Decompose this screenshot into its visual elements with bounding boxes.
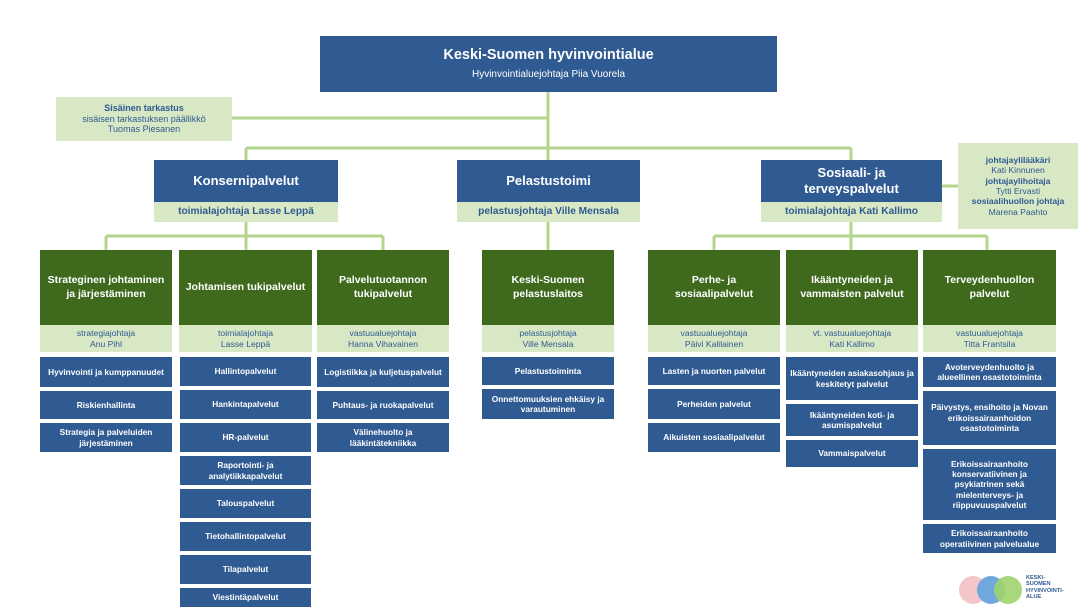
internal-audit-title: Sisäinen tarkastus: [104, 102, 184, 113]
unit-head-role: toimialajohtaja: [218, 327, 273, 338]
sote-leadership-box: johtajaylilääkäri Kati Kinnunen johtajay…: [958, 143, 1078, 229]
internal-audit-name: Tuomas Piesanen: [107, 124, 181, 135]
service-hallintopalvelut: Hallintopalvelut: [180, 357, 311, 386]
division-title-line1: Sosiaali- ja: [817, 165, 886, 181]
logo-text-line: ALUE: [1026, 593, 1042, 600]
service-strategia: Strategia ja palveluiden järjestäminen: [40, 423, 172, 452]
unit-head-strateginen: strategiajohtaja Anu Pihl: [40, 325, 172, 352]
division-head-konsernipalvelut: toimialajohtaja Lasse Leppä: [154, 202, 338, 222]
staff-role: johtajaylilääkäri: [985, 155, 1051, 166]
service-onnettomuuksien-ehkaisy: Onnettomuuksien ehkäisy ja varautuminen: [482, 389, 614, 419]
service-valinehuolto: Välinehuolto ja lääkintätekniikka: [317, 423, 449, 452]
division-title: Konsernipalvelut: [193, 173, 299, 189]
internal-audit-role: sisäisen tarkastuksen päällikkö: [82, 113, 206, 124]
service-tilapalvelut: Tilapalvelut: [180, 555, 311, 584]
division-head-label: toimialajohtaja Lasse Leppä: [178, 205, 314, 217]
unit-ikaantyneiden-vammaisten: Ikääntyneiden ja vammaisten palvelut: [786, 250, 918, 325]
service-avoterveydenhuolto: Avoterveydenhuolto ja alueellinen osasto…: [923, 357, 1056, 387]
unit-johtamisen-tukipalvelut: Johtamisen tukipalvelut: [179, 250, 312, 325]
division-pelastustoimi: Pelastustoimi: [457, 160, 640, 202]
unit-head-terveys: vastuualuejohtaja Titta Frantsila: [923, 325, 1056, 352]
staff-name: Tytti Ervasti: [995, 186, 1041, 196]
unit-head-perhe: vastuualuejohtaja Päivi Kalilainen: [648, 325, 780, 352]
top-organization-box: Keski-Suomen hyvinvointialue Hyvinvointi…: [320, 36, 777, 92]
unit-strateginen-johtaminen: Strateginen johtaminen ja järjestäminen: [40, 250, 172, 325]
unit-head-ikaantyneet: vt. vastuualuejohtaja Kati Kallimo: [786, 325, 918, 352]
staff-role: sosiaalihuollon johtaja: [971, 196, 1065, 207]
service-talouspalvelut: Talouspalvelut: [180, 489, 311, 518]
organization-logo: KESKI- SUOMEN HYVINVOINTI- ALUE: [958, 574, 1080, 606]
unit-head-tuki: toimialajohtaja Lasse Leppä: [179, 325, 312, 352]
division-head-label: toimialajohtaja Kati Kallimo: [784, 205, 919, 217]
service-hankintapalvelut: Hankintapalvelut: [180, 390, 311, 419]
service-pelastustoiminta: Pelastustoiminta: [482, 357, 614, 385]
service-aikuisten-sosiaalipalvelut: Aikuisten sosiaalipalvelut: [648, 423, 780, 452]
service-erikoissairaanhoito-konservatiivinen: Erikoissairaanhoito konservatiivinen ja …: [923, 449, 1056, 520]
unit-palvelutuotannon-tukipalvelut: Palvelutuotannon tukipalvelut: [317, 250, 449, 325]
division-title: Pelastustoimi: [506, 173, 591, 189]
service-perheiden: Perheiden palvelut: [648, 389, 780, 419]
division-sosiaali-terveyspalvelut: Sosiaali- ja terveyspalvelut: [761, 160, 942, 202]
logo-text-line: SUOMEN: [1026, 581, 1051, 588]
service-hr-palvelut: HR-palvelut: [180, 423, 311, 452]
staff-role: johtajaylihoitaja: [985, 175, 1051, 186]
service-puhtaus-ruokapalvelut: Puhtaus- ja ruokapalvelut: [317, 391, 449, 419]
logo-text-line: HYVINVOINTI-: [1026, 587, 1064, 594]
unit-head-role: vt. vastuualuejohtaja: [812, 327, 892, 338]
unit-head-pelastuslaitos: pelastusjohtaja Ville Mensala: [482, 325, 614, 352]
unit-head-role: vastuualuejohtaja: [349, 327, 417, 338]
service-viestintapalvelut: Viestintäpalvelut: [180, 588, 311, 607]
division-title-line2: terveyspalvelut: [804, 181, 899, 196]
service-erikoissairaanhoito-operatiivinen: Erikoissairaanhoito operatiivinen palvel…: [923, 524, 1056, 553]
logo-circles-icon: [959, 576, 1022, 604]
unit-head-name: Ville Mensala: [522, 338, 574, 349]
unit-head-name: Anu Pihl: [89, 338, 122, 349]
unit-head-palvelutuotanto: vastuualuejohtaja Hanna Vihavainen: [317, 325, 449, 352]
unit-perhe-sosiaalipalvelut: Perhe- ja sosiaalipalvelut: [648, 250, 780, 325]
unit-head-name: Lasse Leppä: [220, 338, 271, 349]
service-lasten-nuorten: Lasten ja nuorten palvelut: [648, 357, 780, 385]
division-head-label: pelastusjohtaja Ville Mensala: [478, 205, 619, 217]
service-vammaispalvelut: Vammaispalvelut: [786, 440, 918, 467]
internal-audit-box: Sisäinen tarkastus sisäisen tarkastuksen…: [56, 97, 232, 141]
logo-text: KESKI- SUOMEN HYVINVOINTI- ALUE: [1026, 575, 1064, 600]
staff-name: Kati Kinnunen: [991, 165, 1045, 176]
organization-title: Keski-Suomen hyvinvointialue: [443, 47, 654, 64]
service-hyvinvointi: Hyvinvointi ja kumppanuudet: [40, 357, 172, 387]
logo-text-line: KESKI-: [1026, 575, 1045, 581]
service-raportointi: Raportointi- ja analytiikkapalvelut: [180, 456, 311, 485]
service-riskienhallinta: Riskienhallinta: [40, 391, 172, 419]
unit-head-role: vastuualuejohtaja: [956, 327, 1023, 338]
division-head-sosiaali-terveyspalvelut: toimialajohtaja Kati Kallimo: [761, 202, 942, 222]
division-konsernipalvelut: Konsernipalvelut: [154, 160, 338, 202]
unit-head-name: Päivi Kalilainen: [684, 338, 744, 349]
unit-head-name: Titta Frantsila: [963, 338, 1016, 349]
unit-head-role: vastuualuejohtaja: [680, 327, 748, 338]
staff-name: Marena Paahto: [988, 206, 1048, 217]
service-koti-asumispalvelut: Ikääntyneiden koti- ja asumispalvelut: [786, 404, 918, 436]
service-paivystys-ensihoito: Päivystys, ensihoito ja Novan erikoissai…: [923, 391, 1056, 445]
unit-head-role: strategiajohtaja: [76, 327, 136, 338]
service-asiakasohjaus: Ikääntyneiden asiakasohjaus ja keskitety…: [786, 357, 918, 400]
unit-pelastuslaitos: Keski-Suomen pelastuslaitos: [482, 250, 614, 325]
organization-director: Hyvinvointialuejohtaja Piia Vuorela: [471, 68, 626, 80]
unit-terveydenhuollon-palvelut: Terveydenhuollon palvelut: [923, 250, 1056, 325]
service-logistiikka: Logistiikka ja kuljetuspalvelut: [317, 357, 449, 387]
unit-head-name: Hanna Vihavainen: [347, 338, 419, 349]
unit-head-name: Kati Kallimo: [829, 338, 875, 349]
service-tietohallintopalvelut: Tietohallintopalvelut: [180, 522, 311, 551]
unit-head-role: pelastusjohtaja: [519, 327, 577, 338]
division-head-pelastustoimi: pelastusjohtaja Ville Mensala: [457, 202, 640, 222]
